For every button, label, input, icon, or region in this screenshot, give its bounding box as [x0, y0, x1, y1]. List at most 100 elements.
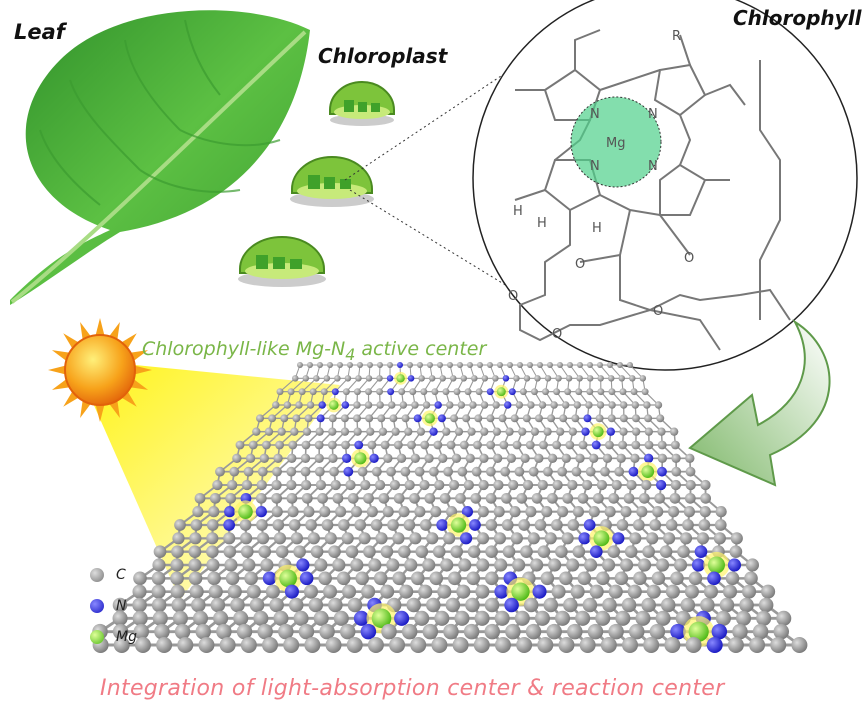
carbon-atom — [576, 375, 583, 382]
carbon-atom — [404, 558, 418, 572]
carbon-atom — [223, 532, 236, 545]
carbon-atom — [541, 506, 553, 518]
leaf-illustration — [10, 10, 310, 306]
carbon-atom — [484, 571, 499, 586]
carbon-atom — [393, 492, 405, 504]
carbon-atom — [260, 558, 274, 572]
carbon-atom — [550, 401, 558, 409]
carbon-atom — [255, 492, 267, 504]
carbon-atom — [443, 466, 454, 477]
carbon-atom — [670, 479, 682, 491]
carbon-atom — [328, 545, 341, 559]
carbon-atom — [428, 466, 439, 477]
carbon-atom — [480, 401, 489, 409]
nitrogen-atom — [407, 375, 415, 382]
chlorophyll-label: Chlorophyll — [733, 6, 862, 30]
nitrogen-atom — [318, 401, 326, 409]
carbon-atom — [225, 492, 237, 504]
carbon-atom — [649, 623, 666, 640]
carbon-atom — [344, 375, 352, 382]
carbon-atom — [426, 532, 439, 545]
carbon-atom — [544, 532, 557, 545]
carbon-atom — [347, 492, 359, 504]
carbon-atom — [448, 479, 460, 491]
carbon-atom — [586, 375, 594, 382]
carbon-atom — [319, 623, 335, 640]
carbon-atom — [642, 545, 655, 559]
carbon-atom — [417, 362, 423, 368]
carbon-atom — [595, 414, 604, 423]
carbon-atom — [773, 623, 790, 640]
carbon-atom — [422, 558, 436, 572]
carbon-atom — [589, 584, 604, 599]
carbon-atom — [380, 440, 390, 450]
carbon-atom — [283, 401, 292, 409]
carbon-atom — [378, 427, 388, 436]
carbon-atom — [621, 597, 637, 613]
carbon-atom — [624, 545, 638, 559]
carbon-atom — [189, 584, 204, 599]
carbon-atom — [534, 453, 544, 464]
carbon-atom — [652, 506, 664, 518]
carbon-atom — [715, 610, 731, 626]
carbon-atom — [363, 492, 374, 504]
carbon-atom — [318, 571, 332, 586]
carbon-atom — [304, 414, 313, 423]
carbon-atom — [499, 440, 509, 450]
carbon-atom — [393, 440, 403, 450]
carbon-atom — [330, 479, 341, 491]
carbon-atom — [190, 519, 203, 531]
carbon-atom — [577, 571, 592, 586]
nitrogen-atom — [224, 506, 236, 518]
carbon-atom — [373, 571, 388, 586]
nitrogen-atom — [436, 519, 449, 531]
carbon-atom — [657, 453, 668, 464]
carbon-atom — [586, 388, 594, 396]
carbon-atom — [588, 506, 600, 518]
carbon-atom — [256, 479, 267, 491]
carbon-atom — [391, 427, 400, 436]
carbon-atom — [287, 506, 299, 518]
carbon-atom — [744, 571, 758, 586]
carbon-atom — [227, 584, 242, 599]
carbon-atom — [632, 414, 640, 423]
magnesium-atom — [328, 400, 339, 410]
carbon-atom — [607, 375, 615, 382]
carbon-atom — [538, 401, 547, 409]
magnesium-atom — [396, 374, 405, 383]
carbon-atom — [454, 610, 470, 626]
nitrogen-atom — [459, 532, 473, 545]
carbon-atom — [396, 453, 407, 464]
carbon-atom — [364, 401, 373, 409]
carbon-atom — [465, 453, 475, 464]
carbon-atom — [410, 453, 420, 464]
carbon-atom — [355, 571, 369, 586]
carbon-atom — [272, 519, 285, 531]
carbon-atom — [494, 558, 508, 572]
carbon-atom — [520, 453, 530, 464]
carbon-atom — [525, 506, 537, 518]
carbon-atom — [457, 401, 466, 409]
carbon-atom — [338, 519, 350, 531]
carbon-atom — [600, 466, 610, 477]
carbon-atom — [365, 375, 373, 382]
carbon-atom — [447, 362, 453, 368]
carbon-atom — [328, 453, 338, 464]
active-center-subscript: 4 — [345, 344, 356, 364]
carbon-atom — [492, 453, 503, 464]
carbon-atom — [616, 519, 629, 531]
carbon-atom — [571, 466, 582, 477]
carbon-atom — [611, 479, 622, 491]
carbon-atom — [370, 519, 383, 531]
nitrogen-atom — [532, 584, 547, 599]
carbon-atom — [322, 584, 338, 599]
chloroplast-3 — [238, 236, 326, 287]
magnesium-atom — [593, 530, 610, 547]
carbon-atom — [151, 597, 167, 613]
carbon-atom — [641, 479, 652, 491]
carbon-atom — [719, 597, 735, 613]
carbon-atom — [696, 532, 710, 545]
sun-ray — [95, 318, 105, 338]
carbon-atom — [626, 479, 637, 491]
carbon-atom — [657, 440, 667, 450]
